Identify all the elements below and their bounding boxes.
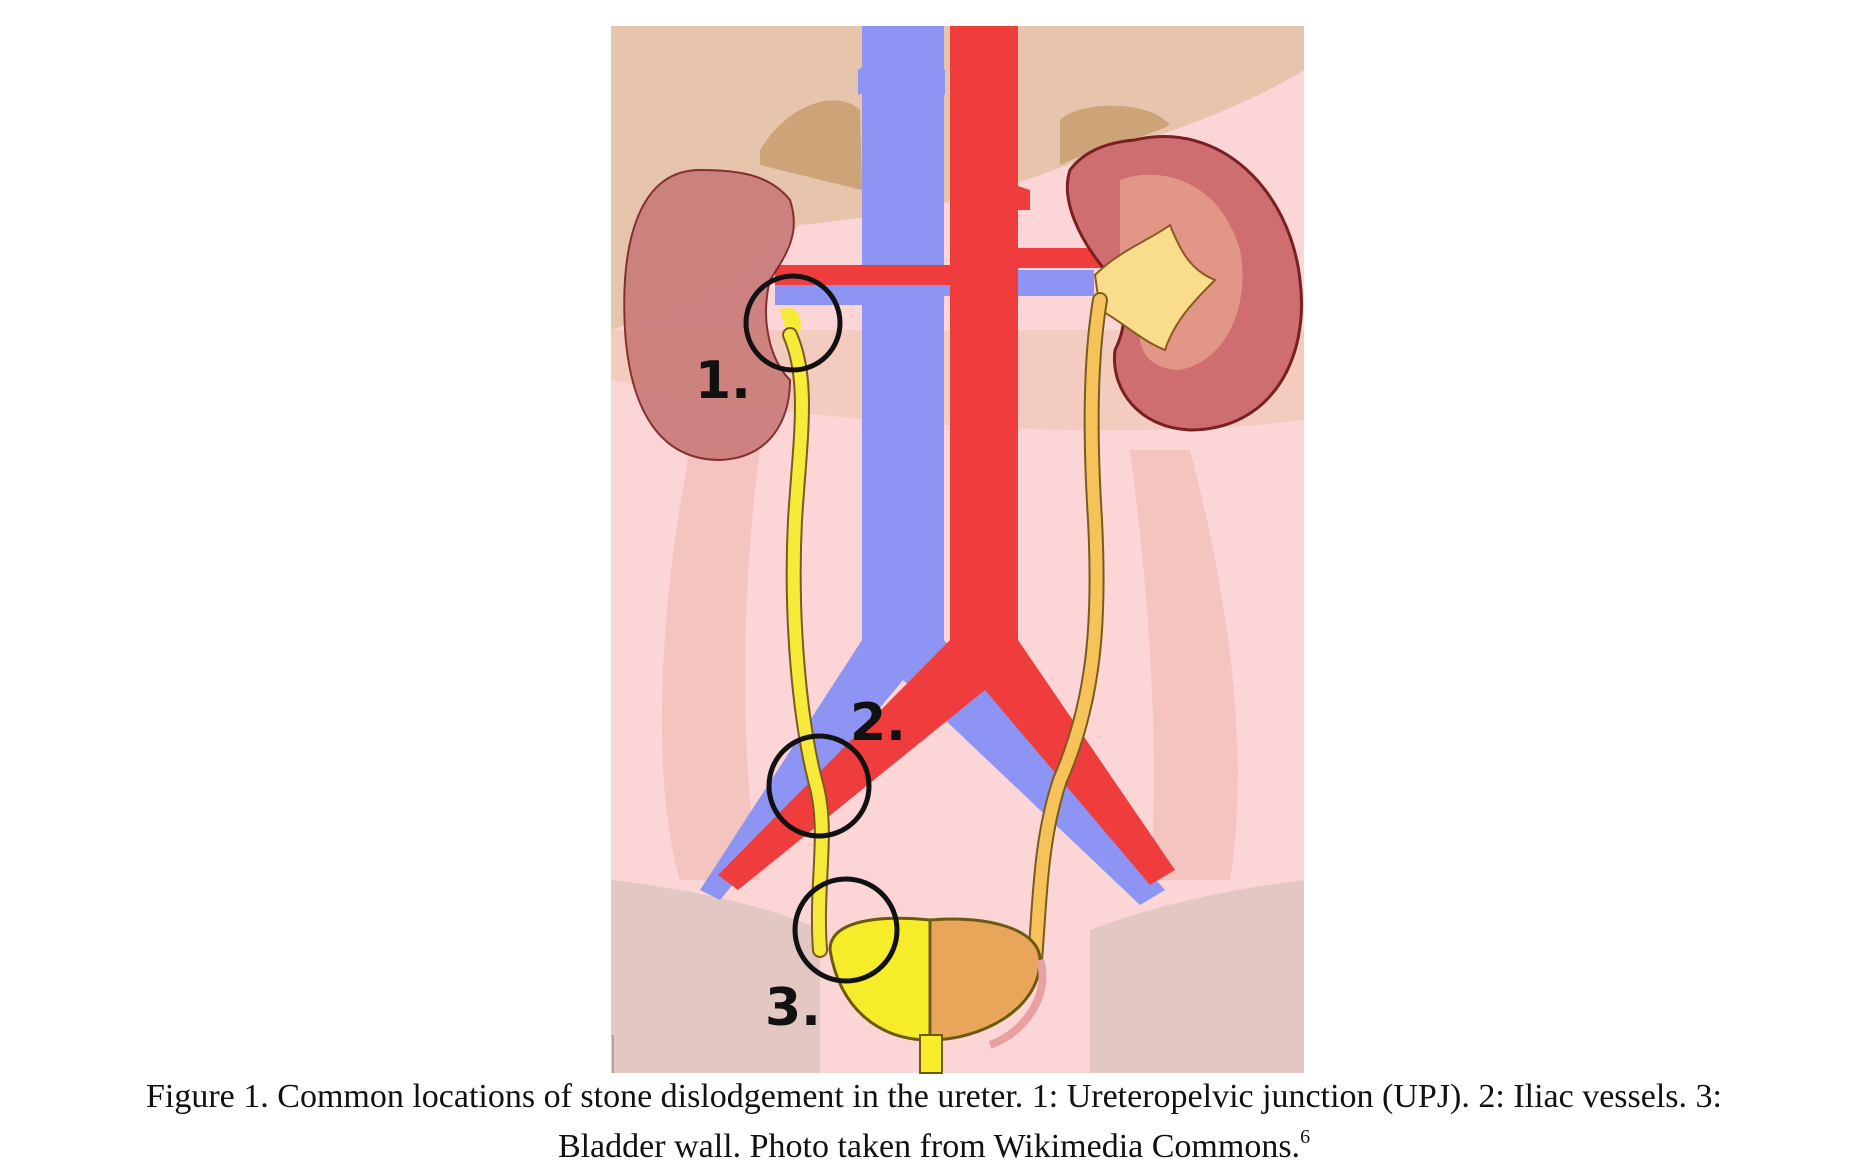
site-label-3: 3. bbox=[765, 978, 821, 1038]
caption-line-2: Bladder wall. Photo taken from Wikimedia… bbox=[60, 1122, 1808, 1172]
figure-caption: Figure 1. Common locations of stone disl… bbox=[60, 1072, 1808, 1172]
bladder bbox=[828, 916, 1047, 1074]
kidney-right bbox=[1065, 135, 1303, 432]
pelvis-shape bbox=[611, 880, 1304, 1073]
adrenal-gland-left bbox=[760, 100, 862, 190]
circle-ureteropelvic-junction bbox=[743, 273, 843, 373]
ureter-right bbox=[1027, 292, 1108, 968]
circle-bladder-wall bbox=[792, 876, 900, 984]
psoas-muscles bbox=[661, 450, 1238, 880]
caption-line-2-text: Bladder wall. Photo taken from Wikimedia… bbox=[557, 1128, 1301, 1165]
adrenal-gland-right bbox=[1060, 105, 1170, 165]
caption-line-1: Figure 1. Common locations of stone disl… bbox=[146, 1078, 1722, 1115]
site-label-1: 1. bbox=[695, 351, 751, 411]
circle-iliac-vessels bbox=[766, 733, 872, 839]
aorta bbox=[718, 26, 1175, 890]
caption-reference: 6 bbox=[1300, 1126, 1311, 1148]
ureter-left bbox=[782, 327, 830, 958]
site-label-2: 2. bbox=[850, 693, 906, 753]
